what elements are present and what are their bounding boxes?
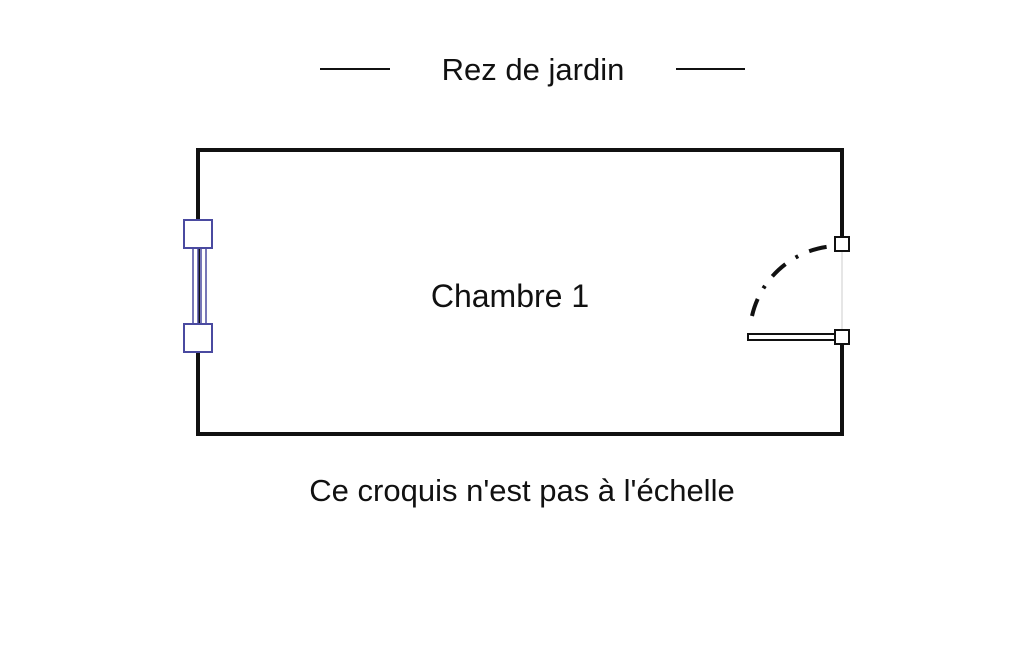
window <box>183 219 213 353</box>
door <box>747 236 850 345</box>
scale-disclaimer: Ce croquis n'est pas à l'échelle <box>309 473 734 508</box>
door-leaf <box>747 333 839 341</box>
title-group: Rez de jardin <box>320 52 745 87</box>
door-swing-arc <box>750 244 837 317</box>
room-label: Chambre 1 <box>431 278 589 314</box>
plan-title: Rez de jardin <box>442 52 625 87</box>
door-hinge-bottom <box>834 329 850 345</box>
door-hinge-top <box>834 236 850 252</box>
